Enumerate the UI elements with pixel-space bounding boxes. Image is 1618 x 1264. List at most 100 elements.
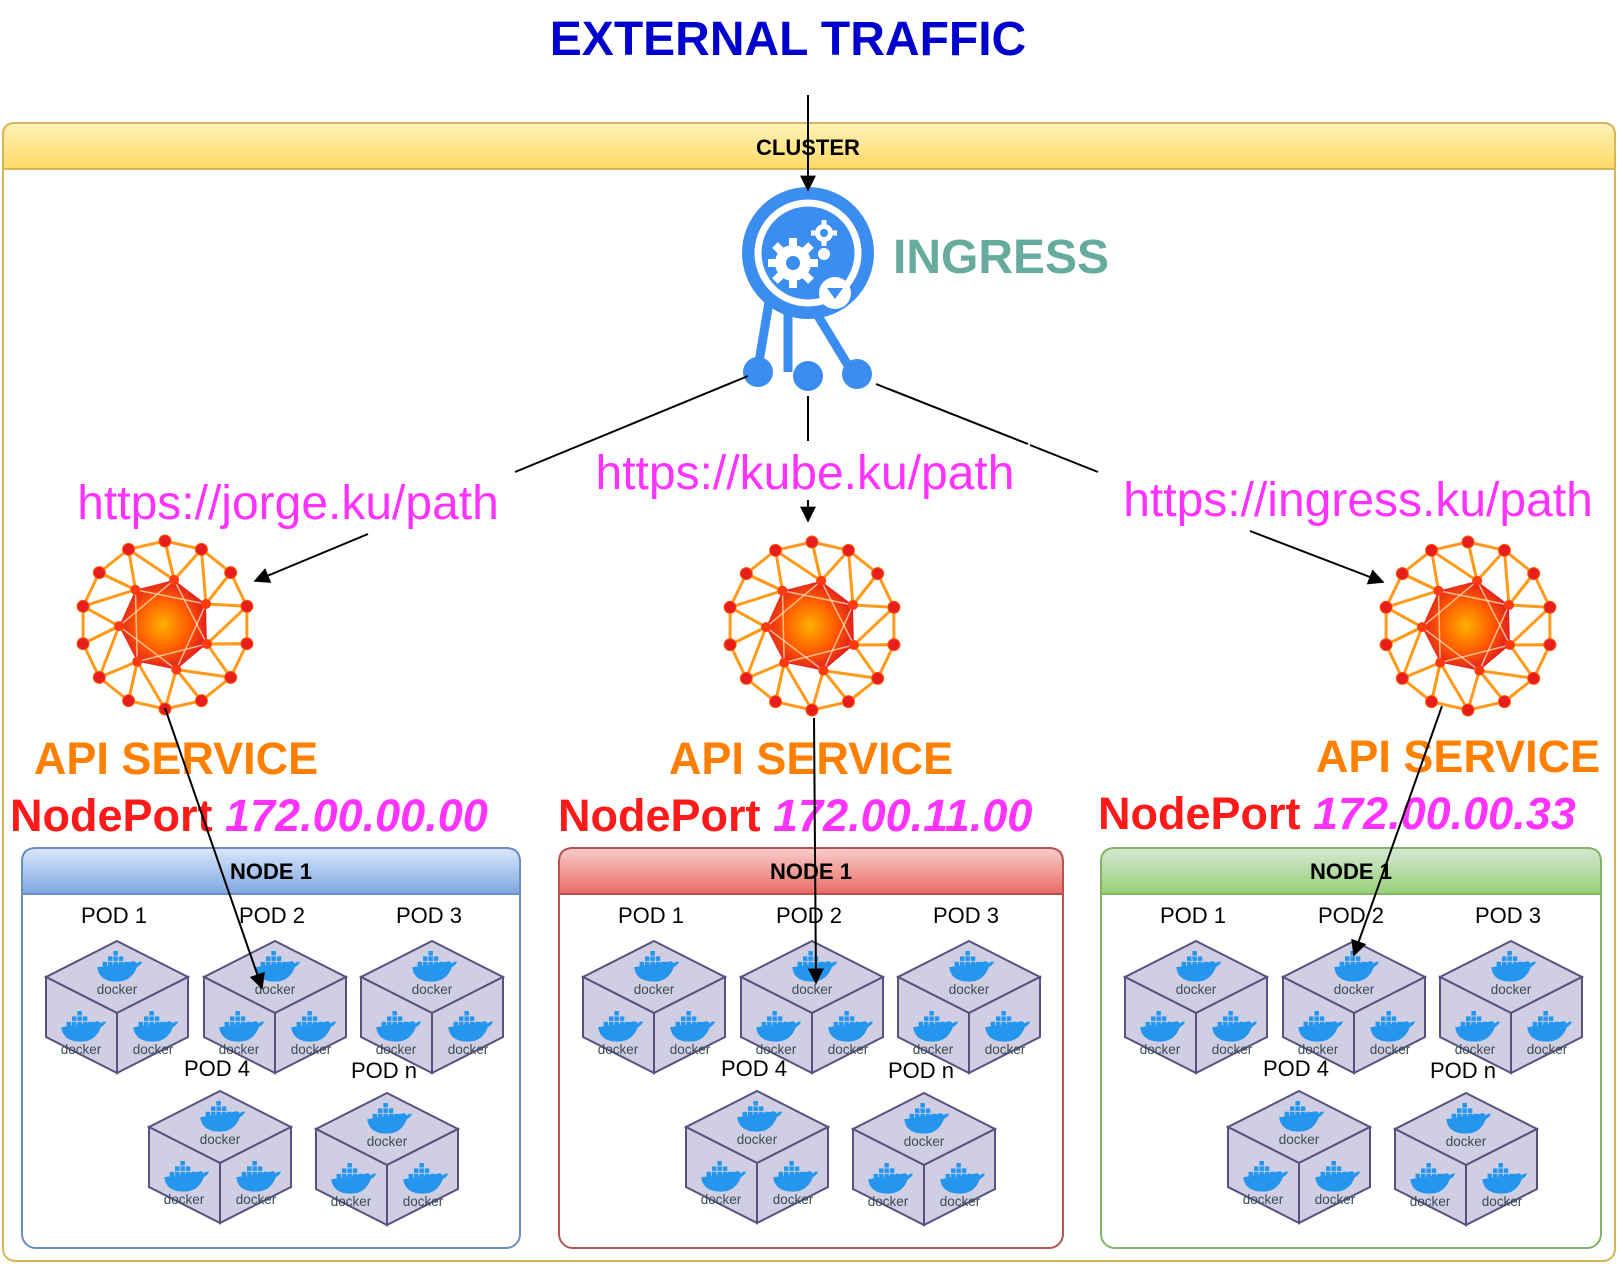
pod: POD 2 docker docker docker <box>1280 903 1428 1075</box>
nodeport-label-2: NodePort <box>558 790 761 841</box>
api-service-icon <box>1379 535 1557 717</box>
pod-cube: docker docker docker <box>313 1091 461 1227</box>
docker-whale-icon: docker <box>598 1011 644 1057</box>
docker-whale-icon: docker <box>255 951 301 997</box>
docker-whale-icon: docker <box>367 1103 413 1149</box>
docker-whale-icon: docker <box>331 1163 377 1209</box>
docker-whale-icon: docker <box>670 1011 716 1057</box>
ingress-icon <box>742 187 874 391</box>
docker-whale-icon: docker <box>1334 951 1380 997</box>
node-label: NODE 1 <box>230 859 312 884</box>
pod-cube: docker docker docker <box>1280 939 1428 1075</box>
docker-whale-icon: docker <box>1455 1011 1501 1057</box>
docker-whale-icon: docker <box>1446 1103 1492 1149</box>
svg-text:docker: docker <box>448 1042 489 1057</box>
svg-text:docker: docker <box>904 1134 945 1149</box>
nodeport-ip-2: 172.00.11.00 <box>773 790 1032 841</box>
svg-text:docker: docker <box>331 1194 372 1209</box>
docker-whale-icon: docker <box>773 1161 819 1207</box>
node-header <box>21 847 521 895</box>
docker-whale-icon: docker <box>376 1011 422 1057</box>
pod-label: POD n <box>1430 1058 1496 1083</box>
svg-text:docker: docker <box>1370 1042 1411 1057</box>
docker-whale-icon: docker <box>236 1161 282 1207</box>
svg-text:docker: docker <box>634 982 675 997</box>
svg-text:docker: docker <box>1334 982 1375 997</box>
edge-ingress-to-service-3b <box>1029 444 1099 473</box>
svg-text:docker: docker <box>773 1192 814 1207</box>
pod-label: POD 1 <box>618 903 684 928</box>
pod: POD n docker docker docker <box>313 1058 461 1227</box>
edge-ingress-to-service-3 <box>875 383 1029 445</box>
docker-whale-icon: docker <box>913 1011 959 1057</box>
docker-whale-icon: docker <box>1212 1011 1258 1057</box>
node-label: NODE 1 <box>770 859 852 884</box>
pod-cube: docker docker docker <box>1437 939 1585 1075</box>
docker-whale-icon: docker <box>949 951 995 997</box>
svg-text:docker: docker <box>200 1132 241 1147</box>
svg-text:docker: docker <box>1176 982 1217 997</box>
pod: POD 3 docker docker docker <box>895 903 1043 1075</box>
docker-whale-icon: docker <box>291 1011 337 1057</box>
node-label: NODE 1 <box>1310 859 1392 884</box>
docker-whale-icon: docker <box>219 1011 265 1057</box>
svg-text:docker: docker <box>236 1192 277 1207</box>
pod-label: POD 3 <box>396 903 462 928</box>
api-service-label-3: API SERVICE <box>1316 731 1600 782</box>
route-url-3: https://ingress.ku/path <box>1123 474 1593 527</box>
edge-ingress-to-service-1 <box>514 375 749 473</box>
docker-whale-icon: docker <box>1482 1163 1528 1209</box>
nodeport-line-2: NodePort 172.00.11.00 <box>558 790 1032 841</box>
pod-label: POD 2 <box>239 903 305 928</box>
svg-text:docker: docker <box>1527 1042 1568 1057</box>
node-containers: NODE 1 POD 1 docker docker docker POD 2 docker… <box>21 847 1602 1249</box>
svg-text:docker: docker <box>291 1042 332 1057</box>
svg-text:docker: docker <box>367 1134 408 1149</box>
node-header <box>1100 847 1602 895</box>
pod-label: POD 3 <box>933 903 999 928</box>
docker-whale-icon: docker <box>1491 951 1537 997</box>
docker-whale-icon: docker <box>985 1011 1031 1057</box>
docker-whale-icon: docker <box>133 1011 179 1057</box>
svg-text:docker: docker <box>701 1192 742 1207</box>
pod-label: POD 2 <box>1318 903 1384 928</box>
node-header <box>558 847 1064 895</box>
api-service-label-2: API SERVICE <box>669 733 953 784</box>
svg-text:docker: docker <box>1410 1194 1451 1209</box>
docker-whale-icon: docker <box>448 1011 494 1057</box>
svg-text:docker: docker <box>255 982 296 997</box>
svg-text:docker: docker <box>403 1194 444 1209</box>
docker-whale-icon: docker <box>1298 1011 1344 1057</box>
pod-cube: docker docker docker <box>683 1089 831 1225</box>
docker-whale-icon: docker <box>97 951 143 997</box>
nodeport-ip-3: 172.00.00.33 <box>1313 788 1576 839</box>
docker-whale-icon: docker <box>940 1163 986 1209</box>
docker-whale-icon: docker <box>737 1101 783 1147</box>
external-traffic-title: EXTERNAL TRAFFIC <box>550 13 1026 66</box>
docker-whale-icon: docker <box>1370 1011 1416 1057</box>
pod-label: POD n <box>351 1058 417 1083</box>
api-service-icon <box>723 535 901 717</box>
nodeport-line-3: NodePort 172.00.00.33 <box>1098 788 1576 839</box>
docker-whale-icon: docker <box>1527 1011 1573 1057</box>
svg-text:docker: docker <box>61 1042 102 1057</box>
svg-text:docker: docker <box>598 1042 639 1057</box>
svg-text:docker: docker <box>1243 1192 1284 1207</box>
svg-text:docker: docker <box>1455 1042 1496 1057</box>
docker-whale-icon: docker <box>1243 1161 1289 1207</box>
pod-label: POD 4 <box>184 1056 250 1081</box>
svg-text:docker: docker <box>1315 1192 1356 1207</box>
svg-text:docker: docker <box>792 982 833 997</box>
nodeport-ip-1: 172.00.00.00 <box>225 790 488 841</box>
pod-label: POD n <box>888 1058 954 1083</box>
